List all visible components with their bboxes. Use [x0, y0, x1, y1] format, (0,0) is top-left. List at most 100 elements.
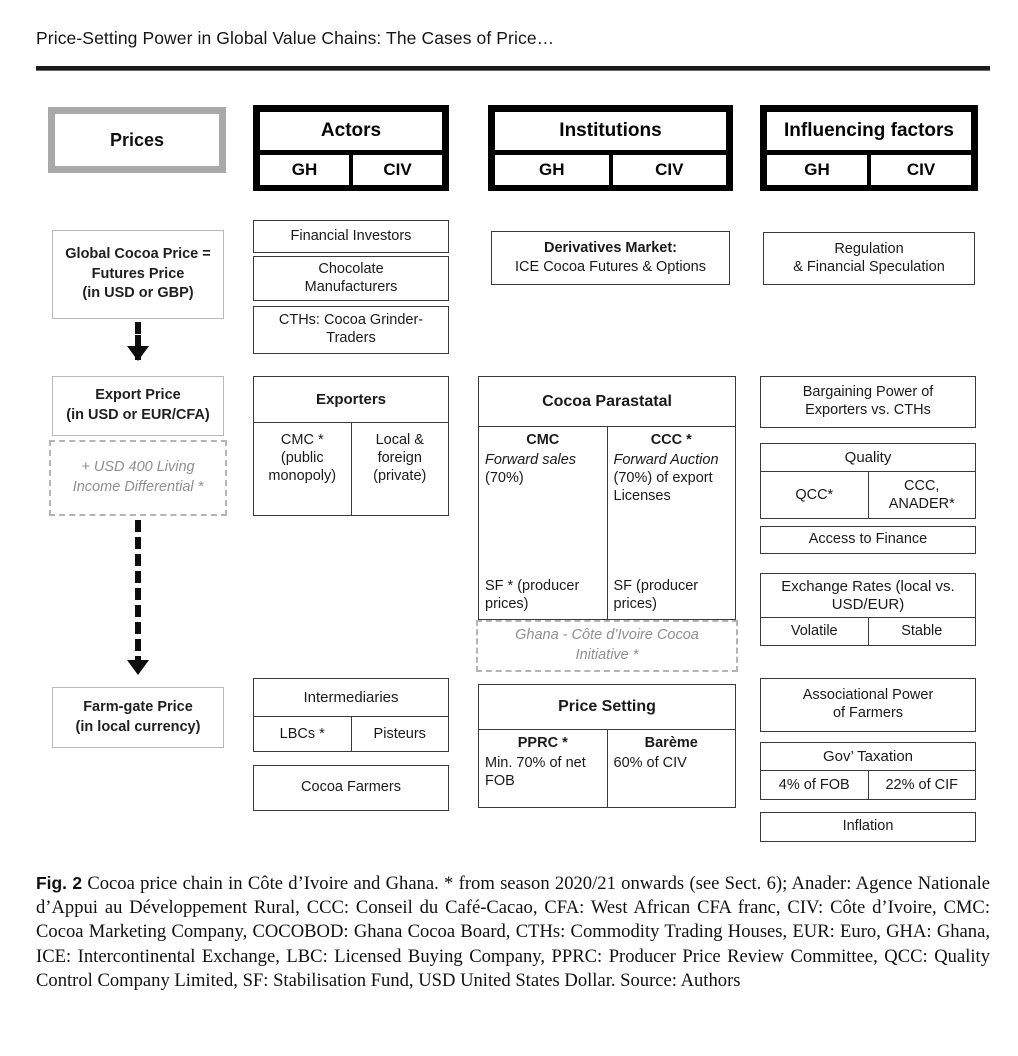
actor-box-chocolate-manufacturers: Chocolate Manufacturers: [253, 256, 449, 301]
column-header-influencing-factors: Influencing factors GH CIV: [760, 105, 978, 191]
actor-group-exporters-row: CMC * (public monopoly) Local & foreign …: [254, 423, 448, 515]
parastatal-civ-head: CCC *: [650, 432, 692, 448]
column-header-prices-label: Prices: [109, 129, 165, 150]
column-header-influencing-factors-civ: CIV: [871, 155, 971, 185]
figure-caption-text: Cocoa price chain in Côte d’Ivoire and G…: [36, 873, 991, 991]
factor-box-bargaining-power: Bargaining Power of Exporters vs. CTHs: [760, 376, 976, 428]
column-header-institutions-title: Institutions: [495, 112, 726, 150]
institution-cell-price-setting-gh: PPRC * Min. 70% of net FOB: [479, 730, 607, 807]
factor-cell-taxation-gh: 4% of FOB: [778, 776, 850, 793]
factor-box-inflation: Inflation: [760, 812, 976, 842]
institution-box-derivatives-market-title: Derivatives Market:: [544, 240, 677, 257]
parastatal-civ-body: Forward Auction (70%) of export Licenses: [614, 451, 730, 505]
institution-group-price-setting-title: Price Setting: [479, 685, 735, 730]
factor-box-regulation-label: Regulation & Financial Speculation: [793, 240, 945, 275]
parastatal-civ-body-italic: Forward Auction: [613, 452, 719, 469]
institution-group-cocoa-parastatal: Cocoa Parastatal CMC Forward sales (70%)…: [478, 376, 736, 620]
factor-cell-exchange-civ: Stable: [867, 618, 976, 645]
institution-cell-parastatal-civ: CCC * Forward Auction (70%) of export Li…: [606, 427, 736, 619]
parastatal-gh-body: Forward sales (70%): [485, 451, 601, 487]
running-head: Price-Setting Power in Global Value Chai…: [36, 28, 555, 48]
parastatal-gh-body-italic: Forward sales: [485, 452, 577, 469]
price-box-living-income-differential-label: + USD 400 Living Income Differential *: [72, 459, 204, 495]
actor-cell-intermediaries-civ: Pisteurs: [350, 717, 449, 751]
header-rule: [36, 66, 990, 71]
institution-box-ghana-civ-cocoa-initiative: Ghana - Côte d’Ivoire Cocoa Initiative *: [476, 620, 738, 672]
factor-group-gov-taxation-title: Gov’ Taxation: [761, 743, 975, 771]
institution-cell-parastatal-gh: CMC Forward sales (70%) SF * (producer p…: [479, 427, 607, 619]
arrow-head-global-to-export: [127, 346, 149, 361]
actor-box-cocoa-farmers-label: Cocoa Farmers: [301, 779, 401, 796]
factor-cell-quality-civ: CCC, ANADER*: [867, 472, 976, 518]
arrow-head-export-to-farmgate: [127, 660, 149, 675]
column-header-prices: Prices: [48, 107, 226, 173]
column-header-actors-civ: CIV: [353, 155, 442, 185]
price-box-global-cocoa-price: Global Cocoa Price = Futures Price (in U…: [52, 230, 224, 319]
factor-group-exchange-rates: Exchange Rates (local vs. USD/EUR) Volat…: [760, 573, 976, 646]
factor-box-bargaining-power-label: Bargaining Power of Exporters vs. CTHs: [802, 384, 934, 418]
actor-box-cths: CTHs: Cocoa Grinder- Traders: [253, 306, 449, 354]
column-header-actors-gh: GH: [260, 155, 349, 185]
factor-box-associational-power: Associational Power of Farmers: [760, 678, 976, 732]
actor-box-financial-investors-label: Financial Investors: [290, 227, 412, 244]
column-header-institutions-civ: CIV: [612, 155, 726, 185]
column-header-institutions: Institutions GH CIV: [488, 105, 733, 191]
column-header-influencing-factors-title: Influencing factors: [767, 112, 971, 150]
factor-cell-quality-gh: QCC*: [795, 486, 834, 503]
actor-group-intermediaries-row: LBCs * Pisteurs: [254, 717, 448, 751]
institution-group-cocoa-parastatal-row: CMC Forward sales (70%) SF * (producer p…: [479, 427, 735, 619]
column-header-actors: Actors GH CIV: [253, 105, 449, 191]
actor-group-intermediaries-title: Intermediaries: [254, 679, 448, 717]
parastatal-gh-head: CMC: [526, 432, 560, 448]
factor-cell-taxation-civ: 22% of CIF: [867, 771, 976, 799]
column-header-influencing-factors-gh: GH: [767, 155, 867, 185]
institution-box-derivatives-market-body: ICE Cocoa Futures & Options: [515, 259, 706, 275]
actor-box-cocoa-farmers: Cocoa Farmers: [253, 765, 449, 811]
price-box-export-price-label: Export Price (in USD or EUR/CFA): [66, 387, 210, 423]
actor-cell-exporters-civ: Local & foreign (private): [350, 423, 449, 515]
figure-caption: Fig. 2 Cocoa price chain in Côte d’Ivoir…: [36, 872, 990, 993]
institution-group-cocoa-parastatal-title: Cocoa Parastatal: [479, 377, 735, 427]
actor-box-cths-label: CTHs: Cocoa Grinder- Traders: [278, 312, 424, 346]
factor-group-quality-row: QCC* CCC, ANADER*: [761, 472, 975, 518]
actor-cell-exporters-gh: CMC * (public monopoly): [268, 432, 337, 485]
column-header-actors-subrow: GH CIV: [260, 155, 442, 185]
factor-group-exchange-rates-row: Volatile Stable: [761, 618, 975, 645]
parastatal-civ-foot: SF (producer prices): [613, 577, 699, 612]
price-box-export-price: Export Price (in USD or EUR/CFA): [52, 376, 224, 436]
institution-group-price-setting-row: PPRC * Min. 70% of net FOB Barème 60% of…: [479, 730, 735, 807]
actor-group-intermediaries: Intermediaries LBCs * Pisteurs: [253, 678, 449, 752]
factor-group-gov-taxation-row: 4% of FOB 22% of CIF: [761, 771, 975, 799]
actor-cell-intermediaries-gh: LBCs *: [279, 725, 325, 742]
factor-box-inflation-label: Inflation: [842, 818, 894, 835]
column-header-influencing-factors-subrow: GH CIV: [767, 155, 971, 185]
price-box-farm-gate-price-label: Farm-gate Price (in local currency): [75, 698, 201, 735]
factor-group-quality: Quality QCC* CCC, ANADER*: [760, 443, 976, 519]
figure-caption-number: Fig. 2: [36, 873, 83, 893]
price-setting-gh-head: PPRC *: [517, 735, 568, 751]
institution-cell-price-setting-civ: Barème 60% of CIV: [606, 730, 736, 807]
actor-group-exporters: Exporters CMC * (public monopoly) Local …: [253, 376, 449, 516]
price-box-global-cocoa-price-label: Global Cocoa Price = Futures Price (in U…: [65, 246, 211, 302]
figure-cocoa-price-chain: Prices Actors GH CIV Institutions GH CIV…: [48, 105, 978, 842]
factor-box-access-to-finance: Access to Finance: [760, 526, 976, 554]
actor-box-financial-investors: Financial Investors: [253, 220, 449, 253]
arrow-stem-export-to-farmgate: [135, 520, 141, 668]
column-header-actors-title: Actors: [260, 112, 442, 150]
price-setting-civ-body: 60% of CIV: [613, 755, 687, 772]
factor-box-access-to-finance-label: Access to Finance: [808, 531, 928, 548]
factor-box-associational-power-label: Associational Power of Farmers: [802, 687, 934, 721]
arrow-stem-global-to-export: [135, 322, 141, 360]
parastatal-civ-body-rest: (70%) of export Licenses: [613, 470, 713, 505]
price-box-farm-gate-price: Farm-gate Price (in local currency): [52, 687, 224, 748]
actor-box-chocolate-manufacturers-label: Chocolate Manufacturers: [304, 260, 398, 295]
institution-group-price-setting: Price Setting PPRC * Min. 70% of net FOB…: [478, 684, 736, 808]
institution-box-derivatives-market: Derivatives Market: ICE Cocoa Futures & …: [491, 231, 730, 285]
factor-box-regulation: Regulation & Financial Speculation: [763, 232, 975, 285]
column-header-institutions-gh: GH: [495, 155, 609, 185]
parastatal-gh-foot: SF * (producer prices): [485, 577, 580, 612]
factor-group-gov-taxation: Gov’ Taxation 4% of FOB 22% of CIF: [760, 742, 976, 800]
column-header-institutions-subrow: GH CIV: [495, 155, 726, 185]
factor-cell-exchange-gh: Volatile: [790, 623, 838, 640]
factor-group-quality-title: Quality: [761, 444, 975, 472]
